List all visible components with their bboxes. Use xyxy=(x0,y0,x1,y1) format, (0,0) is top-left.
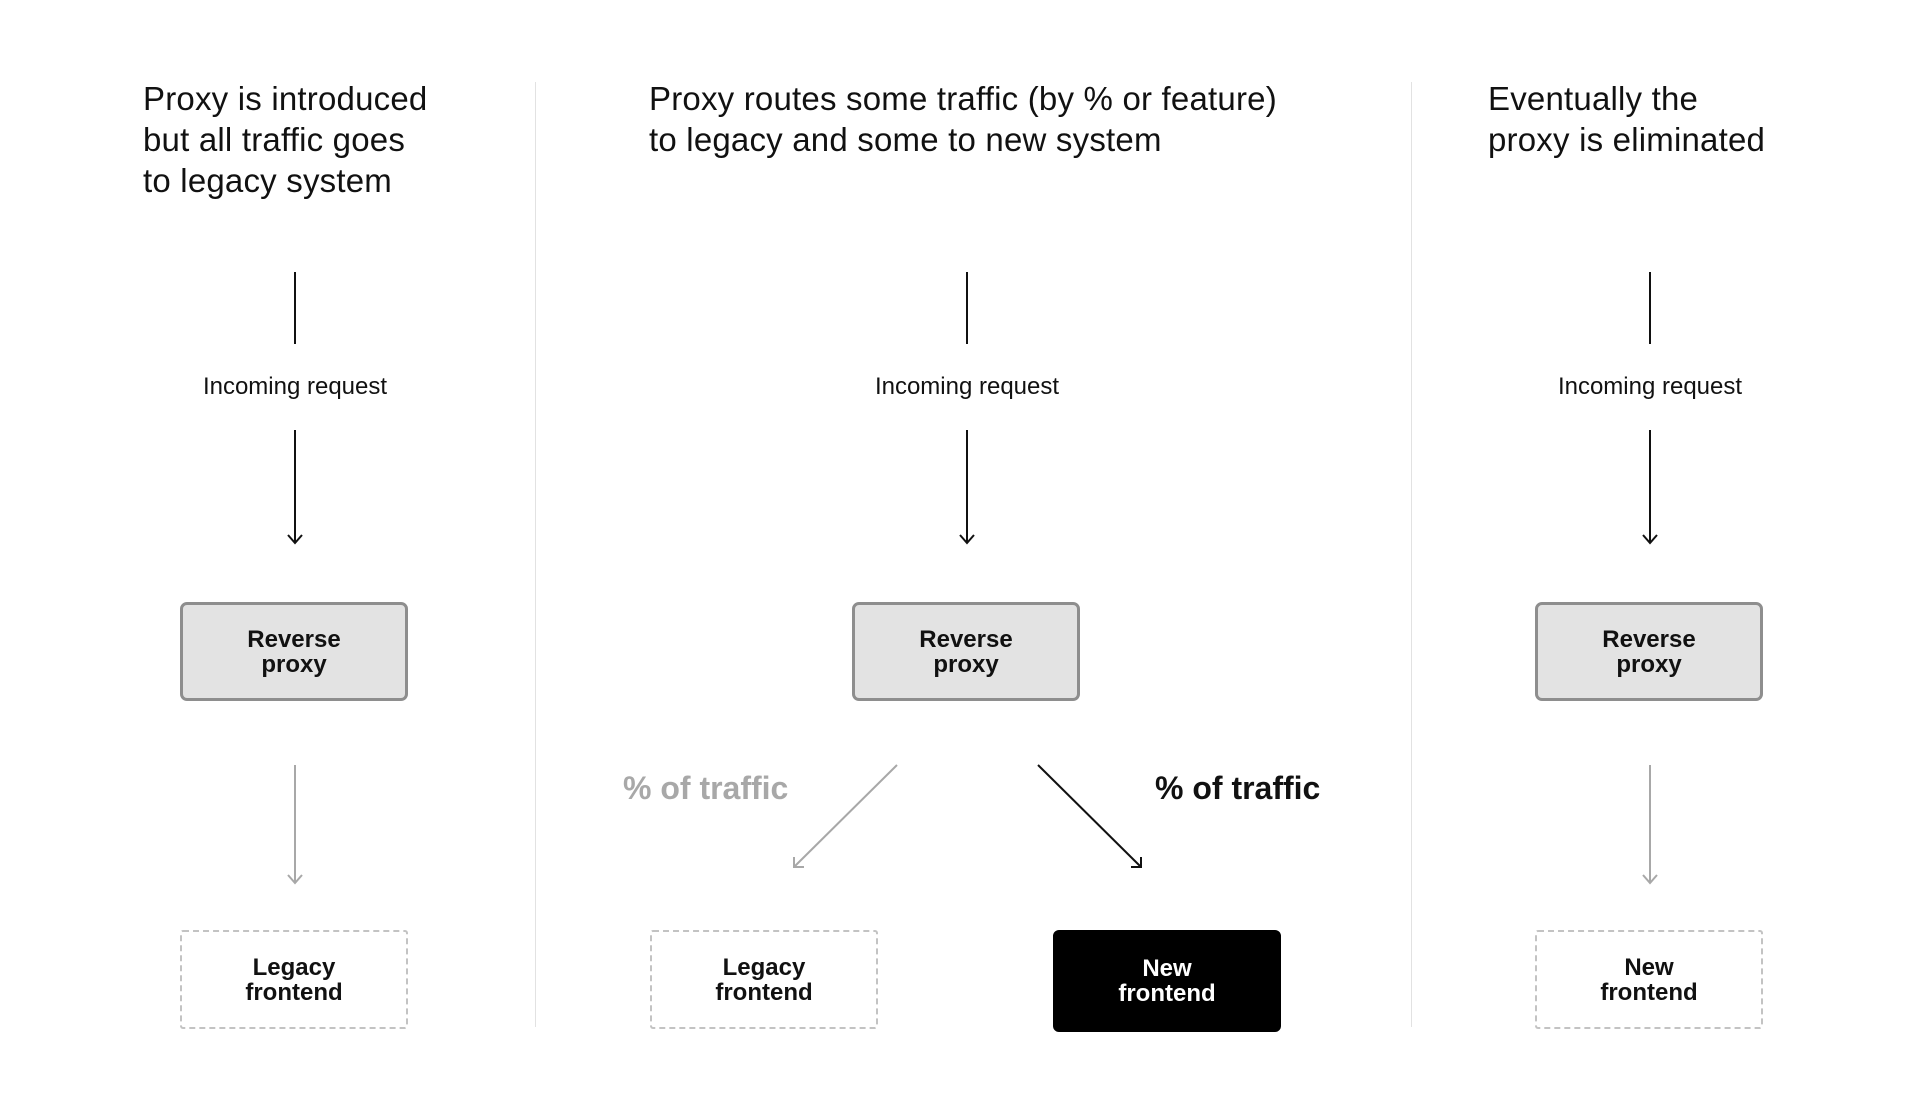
col1-heading: Proxy is introduced but all traffic goes… xyxy=(143,78,427,201)
col3-new-line-2: frontend xyxy=(1600,978,1698,1006)
col2-heading-line-2: to legacy and some to new system xyxy=(649,121,1162,158)
col2-new-frontend-box: New frontend xyxy=(1053,930,1281,1032)
col1-legacy-line-1: Legacy xyxy=(252,953,336,981)
col3-proxy-line-1: Reverse xyxy=(1602,625,1696,653)
col3-proxy-line-2: proxy xyxy=(1616,650,1682,678)
col1-heading-line-3: to legacy system xyxy=(143,162,392,199)
col2-legacy-arrow xyxy=(793,764,898,868)
col2-new-traffic-label: % of traffic xyxy=(1155,770,1321,806)
col2-heading-line-1: Proxy routes some traffic (by % or featu… xyxy=(649,80,1277,117)
col3-heading-line-1: Eventually the xyxy=(1488,80,1699,117)
col1-request-arrowhead xyxy=(287,534,303,545)
col2-proxy-line-2: proxy xyxy=(933,650,999,678)
col3-incoming-request-label: Incoming request xyxy=(1557,373,1743,400)
col3-target-arrowhead xyxy=(1642,874,1658,885)
col2-incoming-request-label: Incoming request xyxy=(874,373,1060,400)
col1-heading-line-1: Proxy is introduced xyxy=(143,80,428,117)
col1-proxy-line-2: proxy xyxy=(261,650,327,678)
col2-legacy-arrowhead xyxy=(793,857,804,868)
col3-heading-line-2: proxy is eliminated xyxy=(1488,121,1766,158)
col2-new-line-2: frontend xyxy=(1118,980,1216,1007)
col3-heading: Eventually the proxy is eliminated xyxy=(1488,78,1765,160)
col3-request-arrowhead xyxy=(1642,534,1658,545)
col1-legacy-frontend-box: Legacy frontend xyxy=(180,930,408,1029)
column-divider-2 xyxy=(1411,82,1412,1027)
col3-new-frontend-box: New frontend xyxy=(1535,930,1763,1029)
col2-legacy-frontend-box: Legacy frontend xyxy=(650,930,878,1029)
col3-reverse-proxy-box: Reverse proxy xyxy=(1535,602,1763,701)
col1-proxy-line-1: Reverse xyxy=(247,625,341,653)
col1-incoming-request-label: Incoming request xyxy=(202,373,388,400)
col3-new-line-1: New xyxy=(1624,953,1674,981)
col2-request-arrowhead xyxy=(959,534,975,545)
column-divider-1 xyxy=(535,82,536,1027)
col1-legacy-line-2: frontend xyxy=(245,978,343,1006)
col1-heading-line-2: but all traffic goes xyxy=(143,121,406,158)
col1-legacy-arrowhead xyxy=(287,874,303,885)
col2-legacy-line-1: Legacy xyxy=(722,953,806,981)
col2-new-arrow xyxy=(1037,764,1142,868)
col2-proxy-line-1: Reverse xyxy=(919,625,1013,653)
col1-reverse-proxy-box: Reverse proxy xyxy=(180,602,408,701)
col2-legacy-traffic-label: % of traffic xyxy=(623,770,789,806)
col2-legacy-line-2: frontend xyxy=(715,978,813,1006)
col2-reverse-proxy-box: Reverse proxy xyxy=(852,602,1080,701)
col2-new-line-1: New xyxy=(1142,955,1192,982)
col2-heading: Proxy routes some traffic (by % or featu… xyxy=(649,78,1277,160)
col2-new-arrowhead xyxy=(1131,857,1142,868)
